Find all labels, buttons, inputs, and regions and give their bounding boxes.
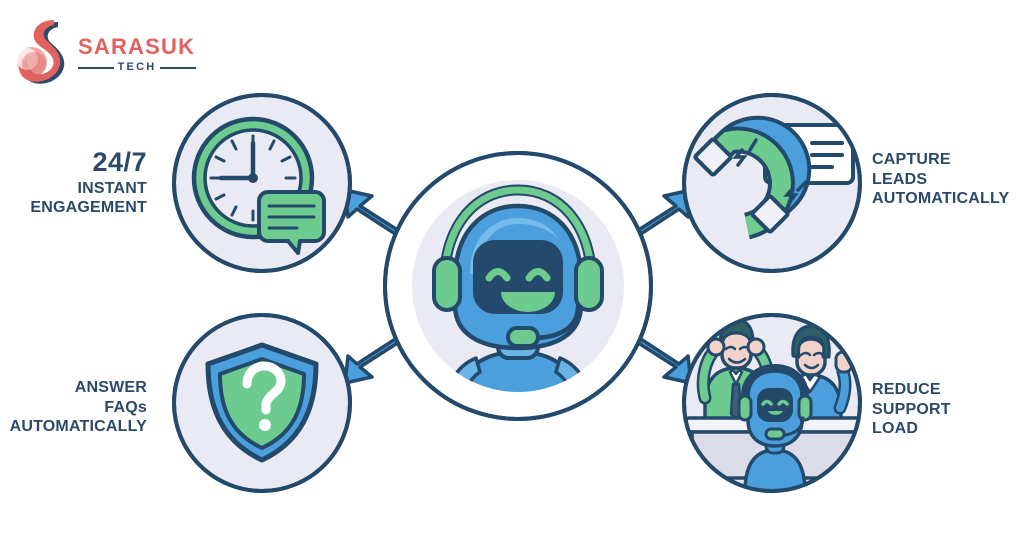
contact-card-lines xyxy=(810,141,844,169)
brand-logo: SARASUK TECH xyxy=(14,18,196,90)
magnet-tip-right xyxy=(750,194,790,234)
helper-robot-earcup-left xyxy=(737,394,753,422)
feature-icon-capture-leads xyxy=(682,93,862,273)
stress-marks xyxy=(838,319,860,345)
helper-robot-earcup-right xyxy=(797,394,813,422)
brand-sub: TECH xyxy=(117,61,157,73)
feature-icon-answer-faqs xyxy=(172,313,352,493)
brand-name: SARASUK xyxy=(78,34,196,59)
headset-earcup-left xyxy=(432,256,462,312)
helper-robot-mic xyxy=(764,427,786,441)
label-line2: SUPPORT xyxy=(872,400,951,418)
logo-rule-right xyxy=(160,66,196,69)
agent-woman-face xyxy=(795,337,827,377)
feature-label-reduce-support-load: REDUCE SUPPORT LOAD xyxy=(872,380,1024,439)
agent-man-mouth xyxy=(727,357,747,364)
headset-band xyxy=(440,186,596,290)
helper-robot xyxy=(737,363,813,491)
chat-bubble xyxy=(257,190,326,255)
label-line1: REDUCE xyxy=(872,381,941,398)
feature-label-answer-faqs: ANSWER FAQs AUTOMATICALLY xyxy=(0,378,147,437)
chatbot-avatar xyxy=(383,151,653,421)
label-line3: LOAD xyxy=(872,420,919,438)
chat-bubble-lines xyxy=(267,204,316,230)
robot-head xyxy=(452,203,584,351)
helper-robot-headset-band xyxy=(741,363,809,399)
feature-icon-instant-engagement xyxy=(172,93,352,273)
headset-earcup-right xyxy=(574,256,604,312)
label-line2: ENGAGEMENT xyxy=(30,199,147,217)
robot-eye-left xyxy=(485,268,511,282)
question-mark-stem xyxy=(242,361,286,415)
agent-man-hand-right xyxy=(746,337,766,357)
logo-rule-left xyxy=(78,66,114,69)
clock-center-pin xyxy=(248,173,258,183)
helper-robot-face xyxy=(757,388,793,422)
label-line2: FAQs xyxy=(104,398,147,416)
question-mark-dot xyxy=(259,419,271,431)
magnet-tip-left xyxy=(693,137,733,177)
label-headline: 24/7 xyxy=(92,147,147,177)
agent-woman-mouth xyxy=(803,363,820,370)
robot-mouth xyxy=(501,292,555,312)
magnet-icon xyxy=(693,115,812,240)
label-line2: LEADS xyxy=(872,170,928,188)
feature-label-capture-leads: CAPTURE LEADS AUTOMATICALLY xyxy=(872,150,1024,209)
robot-eye-right xyxy=(525,268,551,282)
helper-robot-mouth xyxy=(768,411,783,415)
label-line3: AUTOMATICALLY xyxy=(872,190,1010,208)
feature-icon-reduce-support-load xyxy=(682,313,862,493)
feature-label-instant-engagement: 24/7 INSTANT ENGAGEMENT xyxy=(0,146,147,218)
label-line1: ANSWER xyxy=(74,379,147,396)
label-line1: CAPTURE xyxy=(872,151,951,168)
label-line1: INSTANT xyxy=(77,179,147,197)
label-line3: AUTOMATICALLY xyxy=(9,418,147,436)
agent-man-hand-left xyxy=(706,337,726,357)
headset-mic xyxy=(506,326,540,348)
agent-woman-hair xyxy=(791,324,831,359)
magnet-sparks xyxy=(732,138,808,205)
swan-s-logo-icon xyxy=(16,20,65,84)
